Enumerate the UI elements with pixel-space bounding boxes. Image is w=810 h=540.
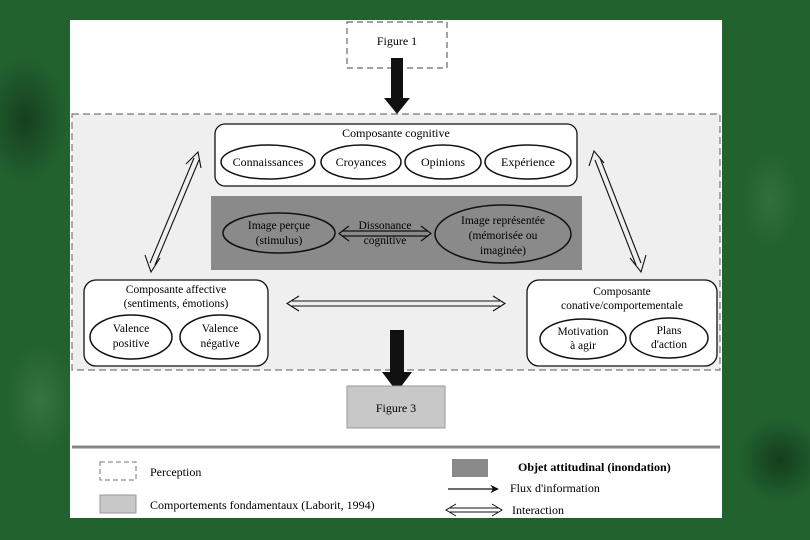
figure3-label: Figure 3 — [376, 401, 416, 415]
positive-valence-line1: Valence — [113, 323, 149, 335]
negative-valence-line2: négative — [201, 338, 240, 350]
flow-arrow-bottom — [382, 330, 412, 392]
beliefs-ellipse — [320, 144, 402, 180]
cognitive-title: Composante cognitive — [342, 126, 450, 140]
legend-interaction-label: Interaction — [512, 503, 564, 517]
motivation-line1: Motivation — [557, 326, 608, 338]
experience-ellipse — [484, 144, 572, 180]
motivation-ellipse — [539, 318, 627, 360]
legend-object-swatch — [452, 459, 488, 477]
flow-arrow-top — [384, 58, 410, 114]
dissonance-interaction-arrow — [338, 225, 432, 242]
legend: Perception Comportements fondamentaux (L… — [99, 459, 671, 517]
opinions-label: Opinions — [421, 155, 465, 169]
figure3-box — [346, 385, 446, 429]
legend-interaction-arrow — [445, 503, 503, 517]
affective-title-line2: (sentiments, émotions) — [124, 298, 229, 310]
represented-image-line2: (mémorisée ou — [469, 230, 538, 242]
beliefs-label: Croyances — [336, 155, 387, 169]
knowledge-label: Connaissances — [233, 155, 304, 169]
legend-object-label: Objet attitudinal (inondation) — [518, 460, 671, 474]
represented-image-ellipse — [434, 204, 572, 264]
negative-valence-ellipse — [179, 314, 261, 360]
motivation-line2: à agir — [570, 340, 596, 352]
legend-perception-swatch — [99, 461, 137, 481]
perceived-image-line2: (stimulus) — [256, 235, 303, 247]
affective-title-line1: Composante affective — [126, 284, 226, 296]
knowledge-ellipse — [220, 144, 316, 180]
conative-title-line2: conative/comportementale — [561, 300, 683, 312]
legend-fundamental-swatch — [99, 494, 137, 514]
dissonance-line1: Dissonance — [358, 220, 411, 232]
represented-image-line1: Image représentée — [461, 215, 545, 227]
opinions-ellipse — [404, 144, 482, 180]
figure1-label: Figure 1 — [377, 34, 417, 48]
cognitive-items: Connaissances Croyances Opinions Expérie… — [220, 144, 572, 180]
action-plans-ellipse — [629, 317, 709, 359]
legend-flow-label: Flux d'information — [510, 481, 600, 495]
dissonance-line2: cognitive — [364, 235, 407, 247]
conative-title-line1: Composante — [593, 286, 651, 298]
positive-valence-ellipse — [89, 314, 173, 360]
perceived-image-ellipse — [222, 212, 336, 254]
represented-image-line3: imaginée) — [480, 245, 526, 257]
experience-label: Expérience — [501, 155, 555, 169]
legend-fundamental-label: Comportements fondamentaux (Laborit, 199… — [150, 498, 375, 512]
perceived-image-line1: Image perçue — [248, 220, 310, 232]
positive-valence-line2: positive — [113, 338, 149, 350]
negative-valence-line1: Valence — [202, 323, 238, 335]
action-plans-line2: d'action — [651, 339, 687, 351]
legend-perception-label: Perception — [150, 465, 201, 479]
interaction-arrows — [144, 149, 647, 312]
action-plans-line1: Plans — [657, 325, 682, 337]
